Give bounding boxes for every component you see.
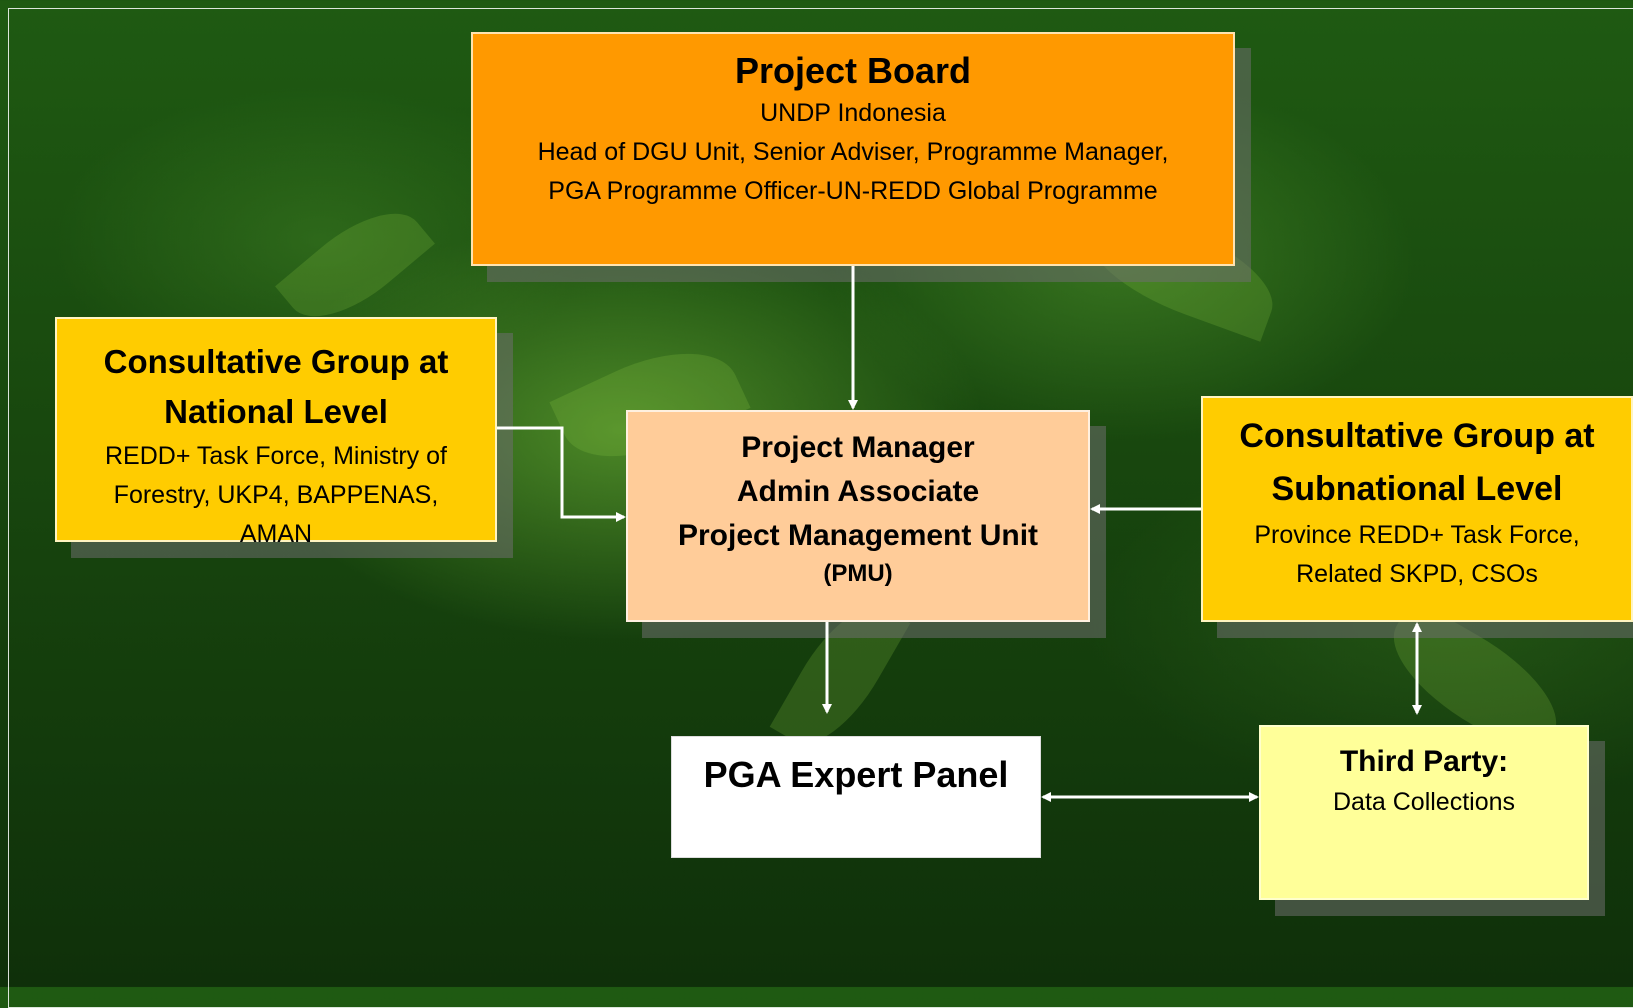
pga-expert-panel-box: PGA Expert Panel xyxy=(671,736,1041,858)
subnational-group-members: Province REDD+ Task Force, Related SKPD,… xyxy=(1254,521,1580,588)
national-group-title: Consultative Group at National Level xyxy=(103,343,449,430)
third-party-box: Third Party: Data Collections xyxy=(1259,725,1589,900)
project-board-box: Project Board UNDP Indonesia Head of DGU… xyxy=(471,32,1235,266)
third-party-title: Third Party: xyxy=(1339,745,1509,778)
pmu-unit-name: Project Management Unit xyxy=(677,519,1039,552)
third-party-members: Data Collections xyxy=(1332,788,1516,816)
national-group-members: REDD+ Task Force, Ministry of Forestry, … xyxy=(105,442,447,548)
subnational-group-title: Consultative Group at Subnational Level xyxy=(1239,417,1595,508)
subnational-consultative-group-box: Consultative Group at Subnational Level … xyxy=(1201,396,1633,622)
national-consultative-group-box: Consultative Group at National Level RED… xyxy=(55,317,497,548)
project-management-unit-box: Project Manager Admin Associate Project … xyxy=(626,410,1090,622)
project-board-org: UNDP Indonesia xyxy=(760,99,946,127)
pmu-abbreviation: (PMU) xyxy=(823,560,893,587)
pmu-project-manager: Project Manager xyxy=(741,431,975,464)
pmu-admin-associate: Admin Associate xyxy=(736,475,980,508)
project-board-members: Head of DGU Unit, Senior Adviser, Progra… xyxy=(537,138,1169,205)
project-board-title: Project Board xyxy=(734,50,972,91)
expert-panel-title: PGA Expert Panel xyxy=(703,754,1009,795)
